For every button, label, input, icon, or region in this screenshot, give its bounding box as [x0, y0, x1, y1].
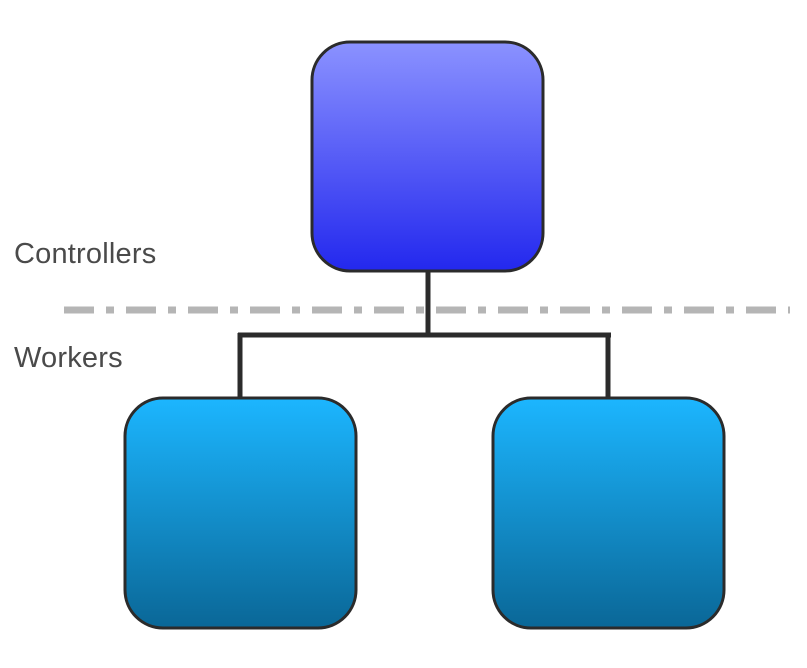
controller-node [310, 40, 545, 273]
connectors [237, 270, 611, 400]
tier-label-controllers: Controllers [14, 238, 157, 270]
tier-label-workers: Workers [14, 342, 123, 374]
worker-node-right [491, 396, 726, 630]
worker-node-left [123, 396, 358, 630]
